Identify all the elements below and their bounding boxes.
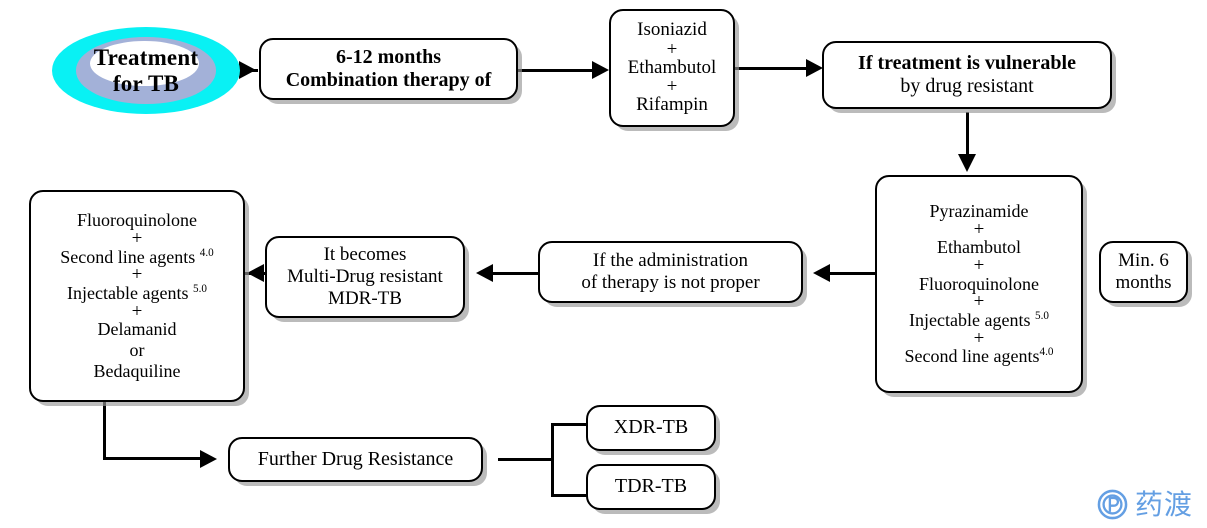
bracket-branch-tdr — [551, 494, 587, 497]
drugdu-logo-icon — [1097, 489, 1128, 520]
regimen-drug-3: Injectable agents 5.0 — [67, 282, 207, 303]
firstline-drug-3: Rifampin — [636, 94, 708, 116]
arrowhead-pyrazinamide-to-improper — [813, 264, 830, 282]
connector-pyrazinamide-to-improper — [818, 272, 875, 275]
vulnerable-line-1: If treatment is vulnerable — [858, 51, 1076, 74]
pyra-plus-4: + — [973, 327, 985, 349]
node-treatment-vulnerable[interactable]: If treatment is vulnerable by drug resis… — [822, 41, 1112, 109]
pyra-drug-5: Second line agents4.0 — [904, 346, 1054, 367]
pyra-plus-2: + — [973, 255, 985, 277]
firstline-plus-1: + — [666, 38, 678, 60]
bracket-branch-xdr — [551, 423, 587, 426]
regimen-drug-5: Bedaquiline — [93, 360, 181, 381]
firstline-drug-2: Ethambutol — [627, 56, 717, 78]
connector-further-to-bracket — [498, 458, 554, 461]
vulnerable-line-2: by drug resistant — [900, 75, 1034, 97]
combination-line-1: 6-12 months — [335, 45, 441, 68]
oval-inner-fill — [89, 40, 199, 87]
arrowhead-improper-to-mdr — [476, 264, 493, 282]
pyra-plus-3: + — [973, 291, 985, 313]
pyra-drug-3: Fluoroquinolone — [919, 273, 1039, 294]
connector-firstline-to-vulnerable — [735, 67, 813, 70]
regimen-drug-4: Delamanid — [97, 319, 177, 340]
arrowhead-combination-to-firstline — [592, 61, 609, 79]
node-min-6-months[interactable]: Min. 6 months — [1099, 241, 1188, 303]
connector-vulnerable-to-pyrazinamide — [966, 112, 969, 160]
regimen-alt-separator: or — [129, 340, 145, 361]
mdr-line-2: Multi-Drug resistant — [287, 265, 443, 287]
combination-line-2: Combination therapy of — [285, 69, 492, 91]
regimen-drug-2: Second line agents 4.0 — [60, 246, 214, 267]
improper-line-1: If the administration — [592, 249, 749, 271]
pyra-drug-5-superscript: 4.0 — [1039, 346, 1054, 359]
node-further-drug-resistance[interactable]: Further Drug Resistance — [228, 437, 483, 482]
tdr-label: TDR-TB — [614, 475, 688, 498]
improper-line-2: of therapy is not proper — [581, 272, 760, 293]
mdr-line-1: It becomes — [323, 243, 407, 265]
node-xdr-tb[interactable]: XDR-TB — [586, 405, 716, 451]
pyra-drug-4-superscript: 5.0 — [1035, 309, 1049, 322]
node-pyrazinamide-regimen[interactable]: Pyrazinamide + Ethambutol + Fluoroquinol… — [875, 175, 1083, 393]
start-node-line-2: for TB — [112, 70, 180, 96]
node-mdr-tb[interactable]: It becomes Multi-Drug resistant MDR-TB — [265, 236, 465, 318]
node-combination-therapy[interactable]: 6-12 months Combination therapy of — [259, 38, 518, 100]
watermark: 药渡 — [1097, 489, 1193, 520]
regimen-plus-3: + — [131, 300, 143, 322]
mdr-line-3: MDR-TB — [328, 288, 402, 310]
start-node-treatment-for-tb[interactable]: Treatment for TB — [52, 27, 240, 114]
minmonths-line-2: months — [1115, 272, 1172, 293]
xdr-label: XDR-TB — [613, 416, 689, 439]
connector-regimen-elbow-vertical — [103, 400, 106, 460]
firstline-drug-1: Isoniazid — [637, 19, 707, 41]
regimen-plus-2: + — [131, 264, 143, 286]
node-improper-administration[interactable]: If the administration of therapy is not … — [538, 241, 803, 303]
connector-combination-to-firstline — [518, 69, 596, 72]
firstline-plus-2: + — [666, 76, 678, 98]
pyra-drug-1: Pyrazinamide — [929, 200, 1029, 221]
arrowhead-start-to-combination — [239, 61, 256, 79]
further-label: Further Drug Resistance — [257, 447, 454, 470]
pyra-drug-2: Ethambutol — [937, 237, 1021, 258]
regimen-plus-1: + — [131, 228, 143, 250]
start-node-line-1: Treatment — [93, 45, 199, 71]
regimen-drug-3-superscript: 5.0 — [193, 282, 207, 295]
minmonths-line-1: Min. 6 — [1118, 249, 1169, 271]
node-mdr-regimen[interactable]: Fluoroquinolone + Second line agents 4.0… — [29, 190, 245, 402]
connector-improper-to-mdr — [487, 272, 538, 275]
pyra-plus-1: + — [973, 218, 985, 240]
connector-regimen-elbow-horizontal — [103, 457, 211, 460]
arrowhead-mdr-to-regimen — [247, 264, 264, 282]
watermark-text: 药渡 — [1134, 487, 1193, 521]
start-node-label: Treatment for TB — [52, 27, 240, 114]
arrowhead-vulnerable-to-pyrazinamide — [958, 154, 976, 172]
bracket-vertical — [551, 423, 554, 497]
pyra-drug-4: Injectable agents 5.0 — [909, 309, 1049, 330]
arrowhead-firstline-to-vulnerable — [806, 59, 823, 77]
node-tdr-tb[interactable]: TDR-TB — [586, 464, 716, 510]
regimen-drug-2-superscript: 4.0 — [199, 246, 214, 259]
regimen-drug-1: Fluoroquinolone — [77, 210, 197, 231]
arrowhead-regimen-to-further — [200, 450, 217, 468]
node-first-line-drugs[interactable]: Isoniazid + Ethambutol + Rifampin — [609, 9, 735, 127]
